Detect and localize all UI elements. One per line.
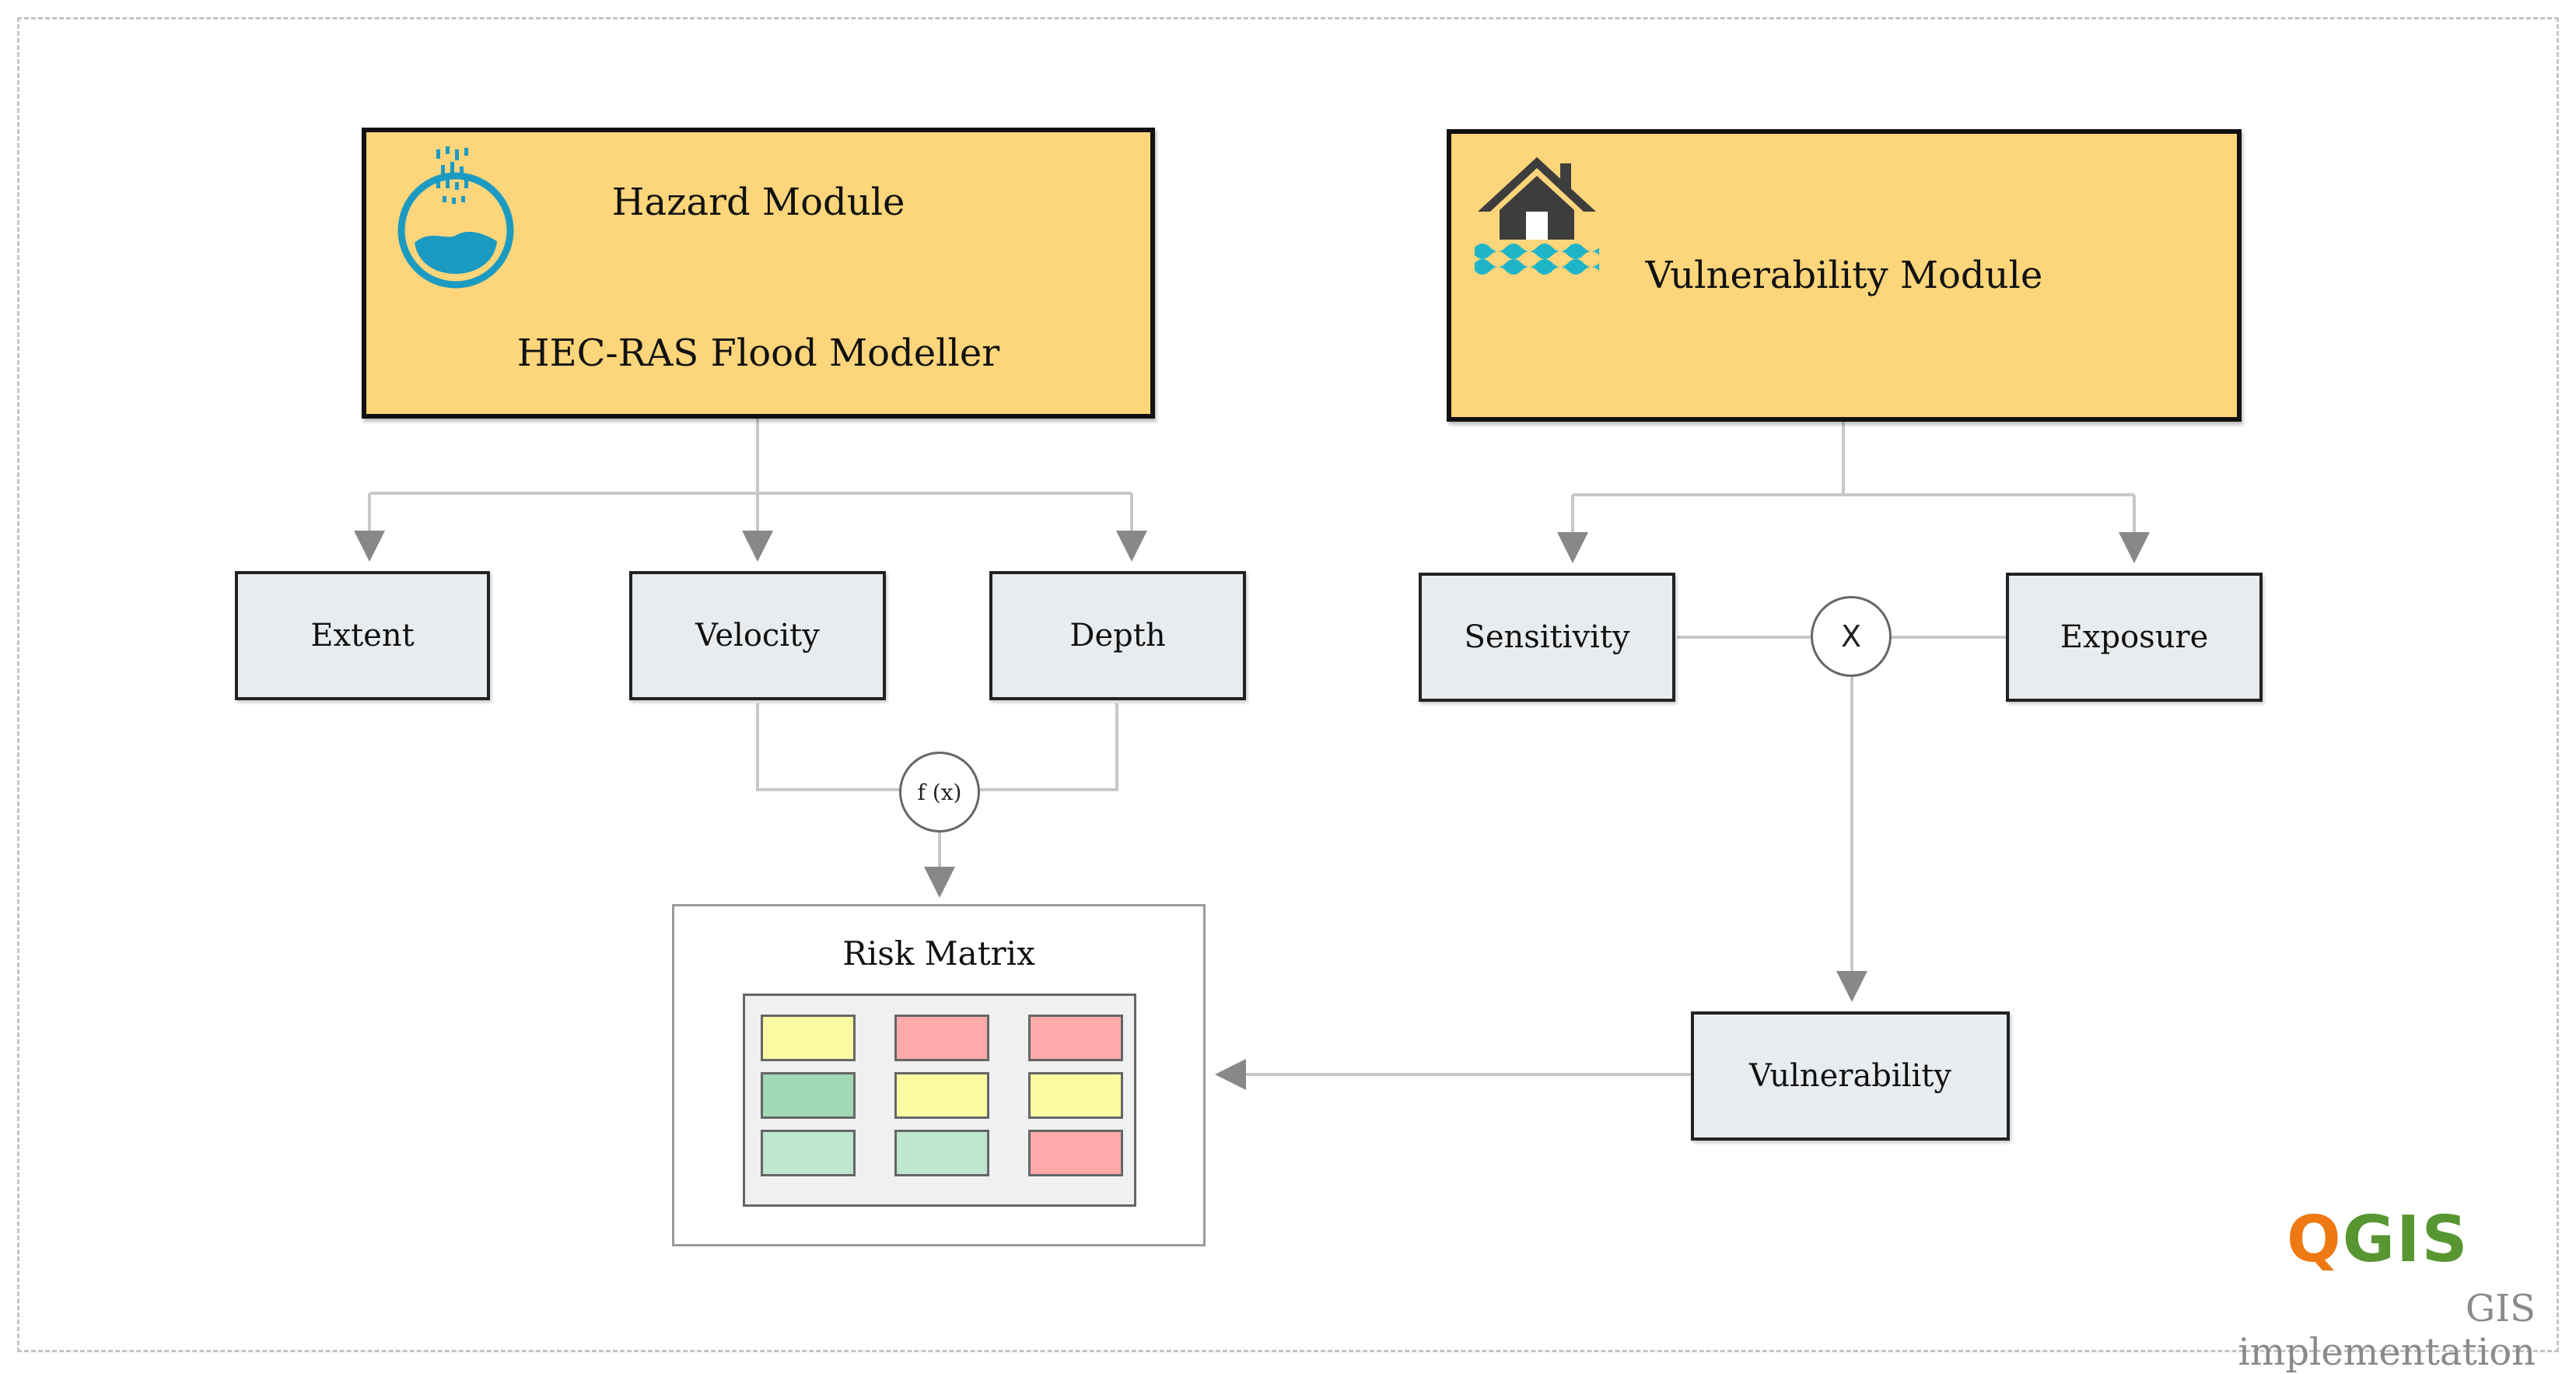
risk-matrix-cell	[1028, 1015, 1123, 1061]
vulnerability-node: Vulnerability	[1691, 1011, 2010, 1141]
diagram-frame	[17, 17, 2559, 1352]
flooded-house-icon	[1475, 157, 1599, 275]
hazard-module-title: Hazard Module	[611, 181, 905, 224]
vulnerability-module-box: Vulnerability Module	[1447, 129, 2242, 422]
risk-matrix-cell	[761, 1015, 856, 1061]
risk-matrix-cell	[894, 1130, 989, 1176]
risk-matrix-cell	[761, 1130, 856, 1176]
function-operator: f (x)	[899, 752, 980, 832]
risk-matrix-cell	[761, 1072, 856, 1119]
extent-node: Extent	[235, 571, 490, 700]
risk-matrix-title: Risk Matrix	[842, 934, 1035, 973]
exposure-node: Exposure	[2006, 573, 2263, 702]
hazard-module-subtitle: HEC-RAS Flood Modeller	[516, 331, 1000, 375]
depth-to-fx-line	[979, 703, 1118, 791]
sensitivity-node: Sensitivity	[1419, 573, 1675, 702]
risk-matrix-box: Risk Matrix	[672, 904, 1206, 1246]
branding-caption: GIS implementation	[2238, 1287, 2536, 1374]
vulnerability-module-title: Vulnerability Module	[1645, 254, 2043, 297]
qgis-logo: QGIS	[2287, 1203, 2469, 1277]
rain-water-bowl-icon	[397, 146, 514, 289]
risk-matrix-cell	[1028, 1130, 1123, 1176]
risk-matrix-grid	[743, 994, 1136, 1207]
hazard-module-box: Hazard Module HEC-RAS Flood Modeller	[362, 128, 1155, 419]
depth-node: Depth	[989, 571, 1246, 700]
risk-matrix-cell	[894, 1072, 989, 1119]
velocity-to-fx-line	[756, 703, 900, 791]
risk-matrix-cell	[1028, 1072, 1123, 1119]
risk-matrix-cell	[894, 1015, 989, 1061]
velocity-node: Velocity	[629, 571, 886, 700]
multiply-operator: X	[1811, 596, 1892, 677]
